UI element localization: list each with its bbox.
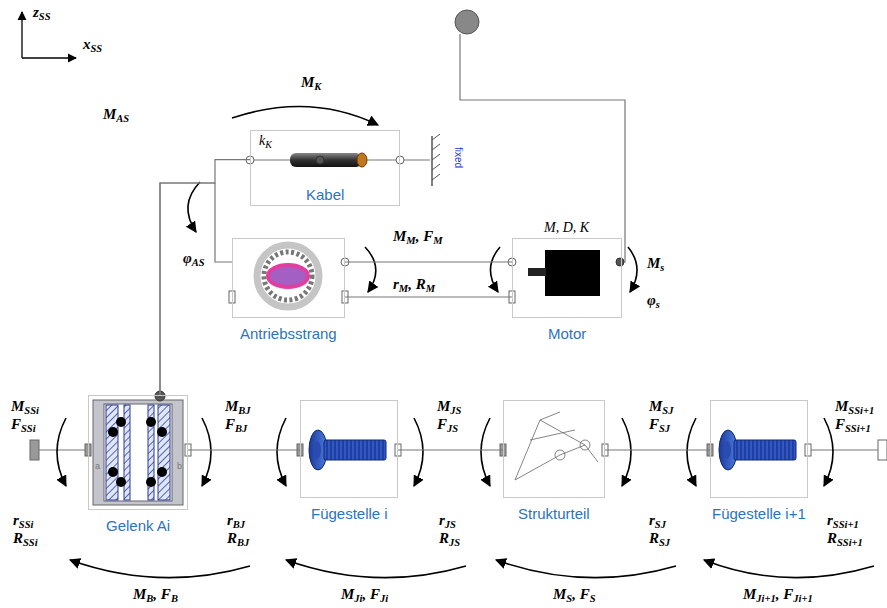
- connection-line: [188, 449, 300, 450]
- variable-label: FSSi: [10, 416, 37, 433]
- variable-label: MM, FM: [392, 228, 444, 245]
- variable-label: MJS: [436, 398, 462, 415]
- variable-label: MBJ: [224, 398, 252, 415]
- port-label: a: [94, 461, 101, 471]
- part-name: Gelenk Ai: [106, 517, 170, 534]
- variable-label: FJS: [436, 416, 459, 433]
- parameter-label: M, D, K: [544, 220, 589, 236]
- joint-connection-box: Fügestelle i: [300, 400, 398, 498]
- variable-label: MB, FB: [132, 586, 179, 603]
- variable-label: FSSi+1: [834, 416, 872, 433]
- structure-part-box: Strukturteil: [503, 400, 605, 498]
- part-name: Fügestelle i+1: [712, 505, 806, 522]
- variable-label: φAS: [182, 250, 206, 267]
- part-name: Kabel: [306, 186, 344, 203]
- variable-label: MK: [300, 74, 322, 91]
- variable-label: MSJ: [648, 398, 674, 415]
- part-name: Strukturteil: [518, 505, 590, 522]
- variable-label: rSSi: [12, 512, 34, 529]
- parameter-label: kK: [259, 133, 272, 149]
- motor-box: M, D, KMotor: [512, 238, 622, 318]
- variable-label: xSS: [82, 36, 103, 53]
- variable-label: MAS: [102, 106, 130, 123]
- variable-label: Ms: [646, 255, 665, 272]
- joint-connection-box: Fügestelle i+1: [710, 400, 808, 498]
- joint-box: Gelenk Ai: [88, 395, 188, 510]
- variable-label: rM, RM: [392, 276, 436, 293]
- connection-line: [160, 160, 250, 395]
- variable-label: MJi+1, FJi+1: [742, 586, 814, 603]
- variable-label: zSS: [32, 4, 52, 21]
- connection-line: [160, 183, 232, 395]
- connection-line: [345, 261, 512, 262]
- variable-label: RSSi+1: [826, 530, 864, 547]
- connection-line: [345, 296, 512, 297]
- connection-line: [398, 449, 503, 450]
- variable-label: MS, FS: [552, 586, 597, 603]
- drivetrain-box: Antriebsstrang: [232, 238, 345, 318]
- variable-label: RJS: [438, 530, 461, 547]
- port-label: b: [176, 461, 183, 471]
- variable-label: rBJ: [226, 512, 246, 529]
- variable-label: rJS: [438, 512, 457, 529]
- variable-label: RSSi: [12, 530, 39, 547]
- part-name: Antriebsstrang: [240, 325, 337, 342]
- cable-box: kK Kabel: [250, 130, 400, 206]
- variable-label: MJi, FJi: [340, 586, 389, 603]
- variable-label: φs: [646, 292, 661, 309]
- part-name: Motor: [548, 325, 586, 342]
- connection-line: [605, 449, 710, 450]
- variable-label: MSSi+1: [834, 398, 875, 415]
- variable-label: rSSi+1: [826, 512, 860, 529]
- part-name: Fügestelle i: [311, 505, 388, 522]
- variable-label: rSJ: [648, 512, 667, 529]
- variable-label: RBJ: [226, 530, 250, 547]
- variable-label: FBJ: [224, 416, 248, 433]
- ground-label: fixed: [453, 146, 464, 169]
- variable-label: RSJ: [648, 530, 671, 547]
- variable-label: MSSi: [10, 398, 40, 415]
- variable-label: FSJ: [648, 416, 671, 433]
